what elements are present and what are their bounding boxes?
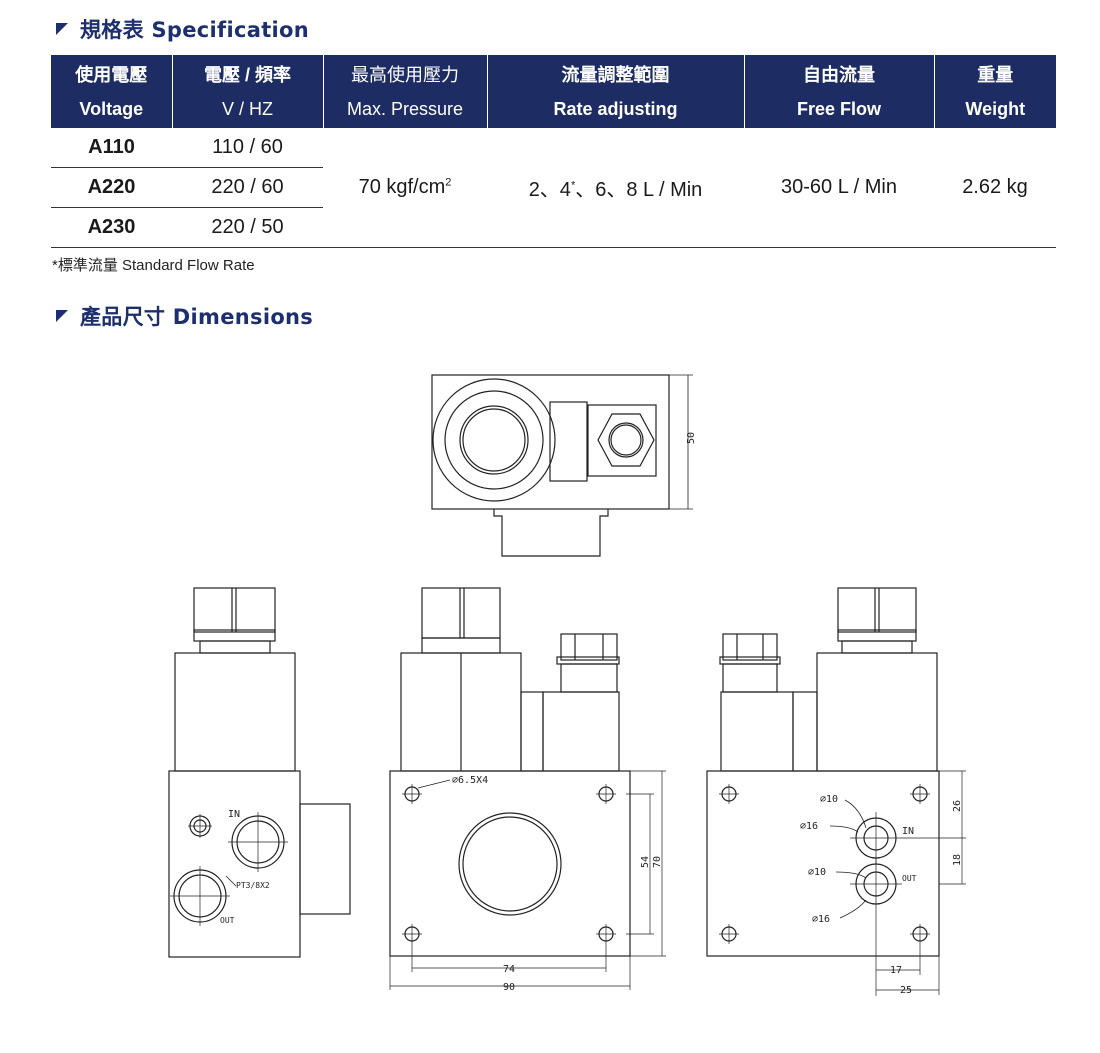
port-label: PT3/8X2 (236, 881, 270, 890)
d16-label-a: ∅16 (800, 821, 818, 832)
vhz-cell: 110 / 60 (172, 128, 323, 168)
d16-label-b: ∅16 (812, 914, 830, 925)
weight-cell: 2.62 kg (934, 128, 1056, 248)
rate-cell: 2、4*、6、8 L / Min (487, 128, 744, 248)
dim-74-label: 74 (503, 964, 515, 975)
free-flow-cell: 30-60 L / Min (744, 128, 934, 248)
side-view-right (706, 587, 966, 996)
out-label-right: OUT (902, 874, 917, 883)
model-cell: A220 (51, 167, 172, 208)
table-row: A230 220 / 50 (51, 207, 1056, 248)
dim-18-label: 18 (952, 854, 963, 866)
pressure-cell: 70 kgf/cm2 (323, 128, 487, 248)
model-cell: A110 (51, 128, 172, 168)
side-view-left (168, 587, 351, 958)
dim-17-label: 17 (890, 965, 902, 976)
dim-54-label: 54 (640, 856, 651, 868)
d10-label-b: ∅10 (808, 867, 826, 878)
dim-50-label: 50 (686, 432, 697, 444)
spec-section-title: 規格表 Specification (80, 18, 310, 42)
out-label: OUT (220, 916, 235, 925)
hole-label: ∅6.5X4 (452, 775, 488, 786)
d10-label-a: ∅10 (820, 794, 838, 805)
triangle-bullet-icon (56, 23, 68, 35)
in-label: IN (228, 809, 240, 820)
table-row: A110 110 / 60 70 kgf/cm2 2、4*、6、8 L / Mi… (51, 128, 1056, 248)
table-row: A220 220 / 60 (51, 167, 1056, 208)
dim-26-label: 26 (952, 800, 963, 812)
dim-25-label: 25 (900, 985, 912, 996)
front-view (389, 587, 666, 990)
flow-rate-note: *標準流量 Standard Flow Rate (52, 257, 255, 274)
triangle-bullet-icon (56, 310, 68, 322)
top-view (431, 374, 693, 557)
dim-section-heading: 產品尺寸 Dimensions (56, 301, 313, 331)
spec-section-heading: 規格表 Specification (56, 14, 309, 44)
dim-70-label: 70 (652, 856, 663, 868)
in-label-right: IN (902, 826, 914, 837)
vhz-cell: 220 / 60 (172, 167, 323, 208)
dim-90-label: 90 (503, 982, 515, 993)
model-cell: A230 (51, 207, 172, 248)
vhz-cell: 220 / 50 (172, 207, 323, 248)
dim-section-title: 產品尺寸 Dimensions (80, 305, 314, 329)
